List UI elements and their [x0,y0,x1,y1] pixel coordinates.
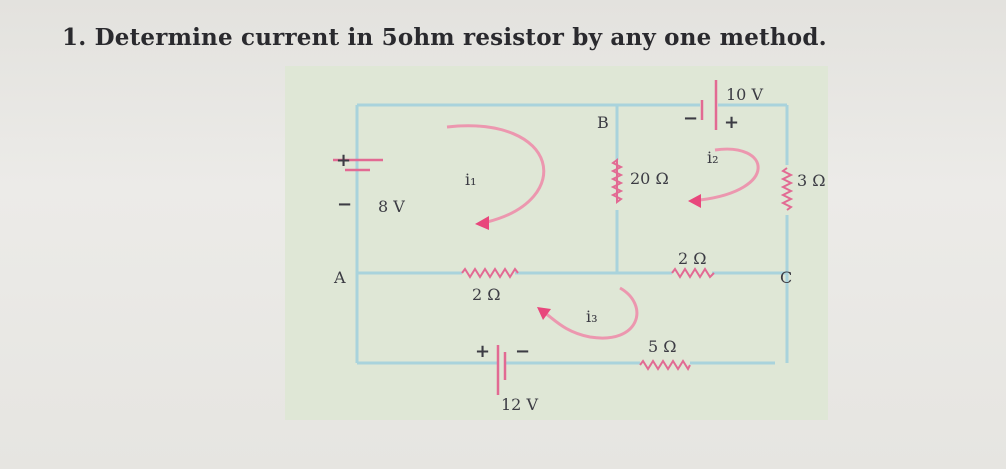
battery-8v-label: 8 V [378,197,405,216]
resistor-5-ohm-label: 5 Ω [648,337,677,356]
mesh-arrow-i1 [446,124,546,230]
resistor-3-ohm [780,167,794,211]
mesh-current-i1-label: i₁ [465,170,477,189]
resistor-2-ohm-ab-label: 2 Ω [472,285,501,304]
node-b-label: B [597,113,609,132]
resistor-3-ohm-label: 3 Ω [797,171,826,190]
resistor-2-ohm-ab [461,267,519,279]
battery-8v-plus: + [336,150,351,171]
battery-12v-plus: + [475,341,490,362]
battery-12v-minus: − [515,341,530,362]
resistor-2-ohm-bc-label: 2 Ω [678,249,707,268]
battery-8v [333,158,383,172]
node-c-label: C [780,268,792,287]
mesh-current-i2-label: i₂ [707,148,719,167]
node-a-label: A [333,268,346,287]
battery-10v [700,80,718,130]
battery-12v-label: 12 V [501,395,538,414]
resistor-2-ohm-bc [671,267,715,279]
mesh-arrow-i3 [537,286,639,340]
resistor-20-ohm [610,158,624,204]
mesh-arrow-i2 [688,147,760,208]
mesh-current-i3-label: i₃ [586,307,598,326]
circuit-panel [285,66,828,420]
wires [355,103,789,365]
battery-12v [496,345,507,395]
battery-10v-label: 10 V [726,85,763,104]
battery-10v-plus: + [724,112,739,133]
battery-8v-minus: − [337,194,352,215]
battery-10v-minus: − [683,108,698,129]
resistor-20-ohm-label: 20 Ω [630,169,669,188]
resistor-5-ohm [639,359,691,372]
question-title: 1. Determine current in 5ohm resistor by… [62,24,827,51]
